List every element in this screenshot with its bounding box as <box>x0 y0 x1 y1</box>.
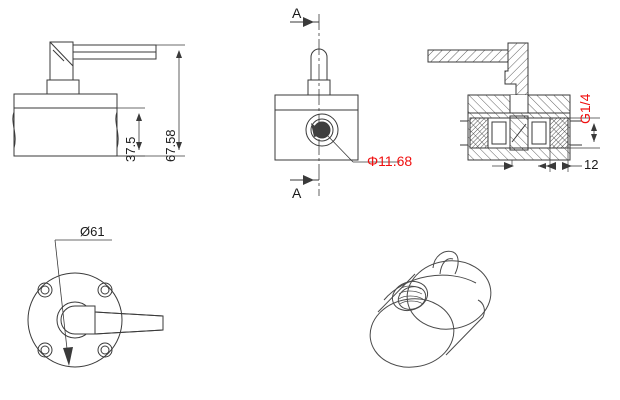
dimension-label-dia-61: Ø61 <box>80 224 105 239</box>
view-flange-face <box>27 272 164 368</box>
leader-phi-11-68 <box>311 123 400 163</box>
dimension-label-g14: G1/4 <box>577 93 593 124</box>
dimension-label-67-58: 67.58 <box>163 129 178 162</box>
view-section-aa <box>427 42 582 161</box>
dimension-label-12: 12 <box>584 157 599 172</box>
dimension-label-phi-11-68: Φ11.68 <box>367 153 413 169</box>
dimension-67-58 <box>117 44 185 157</box>
dimension-12 <box>538 148 582 172</box>
dimension-label-37-5: 37.5 <box>123 136 138 162</box>
leader-dia-61 <box>54 239 112 366</box>
section-marker-a-top: A <box>292 5 302 21</box>
view-isometric-3d <box>369 250 492 368</box>
section-marker-a-bottom: A <box>292 185 302 201</box>
dimension-g14 <box>568 117 600 149</box>
view-top-plan <box>274 48 359 161</box>
section-line-aa <box>290 14 320 196</box>
section-detail-arrow <box>492 160 514 170</box>
bolt-hole-group <box>37 282 113 358</box>
